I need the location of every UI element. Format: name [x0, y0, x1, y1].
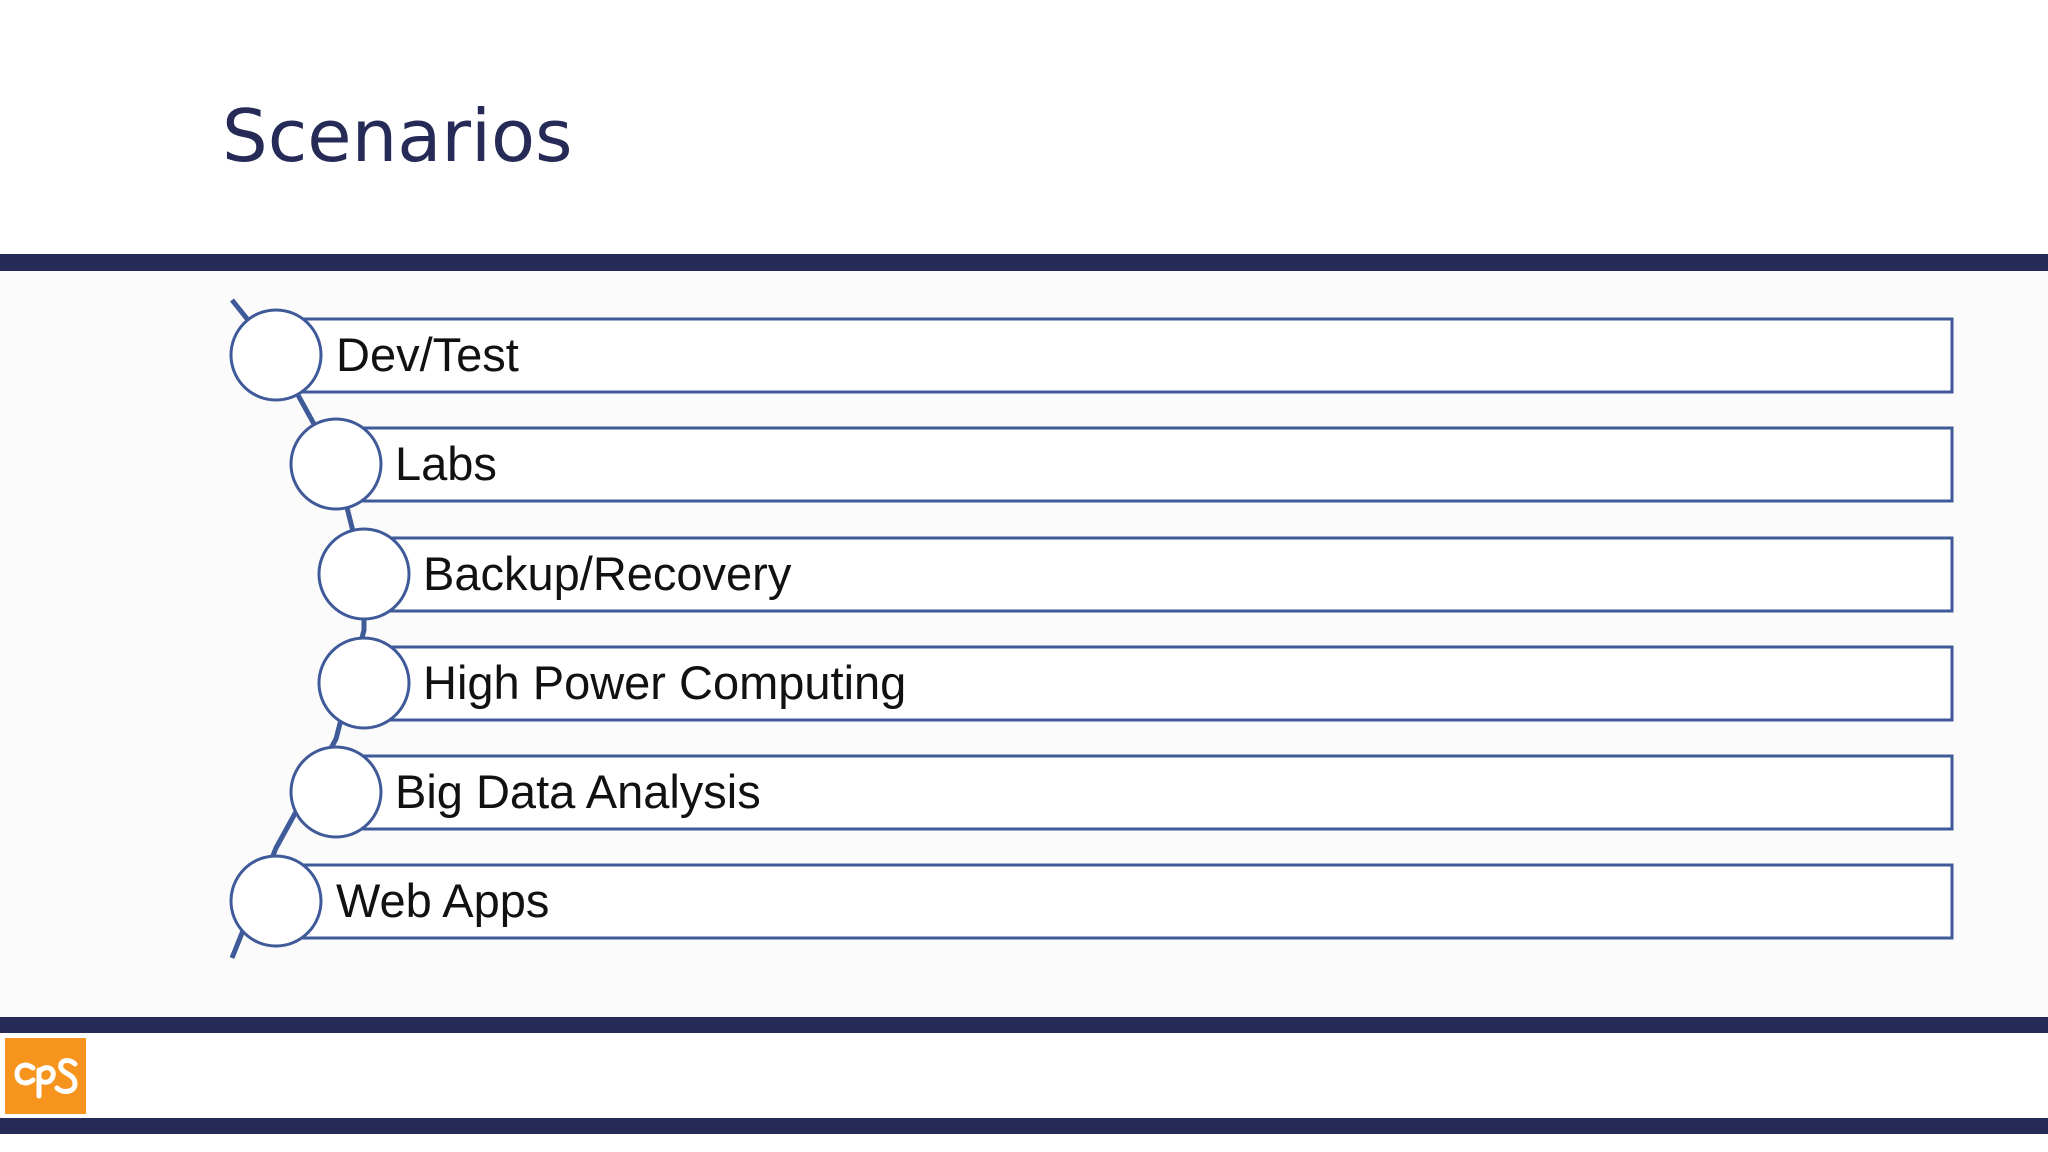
scenario-label-devtest: Dev/Test [336, 328, 519, 381]
timeline-node-bigdata [289, 745, 383, 839]
scenario-label-bigdata: Big Data Analysis [395, 765, 761, 818]
scenario-box-devtest [274, 317, 1954, 394]
footer-divider-bottom [0, 1118, 2048, 1134]
scenario-box-bigdata [334, 754, 1954, 831]
header-divider [0, 254, 2048, 271]
scenario-label-backup: Backup/Recovery [423, 547, 792, 600]
footer-divider-top [0, 1017, 2048, 1033]
timeline-node-backup [317, 527, 411, 621]
timeline-node-devtest [229, 308, 323, 402]
cps-logo-icon [5, 1038, 86, 1114]
scenario-label-hpc: High Power Computing [423, 656, 907, 709]
timeline-connector-line [229, 298, 367, 959]
scenario-box-hpc [362, 645, 1954, 722]
timeline-node-labs [289, 417, 383, 511]
scenario-box-webapps [274, 863, 1954, 940]
timeline-node-hpc [317, 636, 411, 730]
footer-area [0, 1033, 2048, 1118]
scenario-label-webapps: Web Apps [336, 874, 550, 927]
scenario-box-labs [334, 426, 1954, 503]
scenario-label-labs: Labs [395, 437, 497, 490]
slide-title: Scenarios [222, 94, 573, 178]
timeline-node-webapps [229, 854, 323, 948]
scenario-box-backup [362, 536, 1954, 613]
